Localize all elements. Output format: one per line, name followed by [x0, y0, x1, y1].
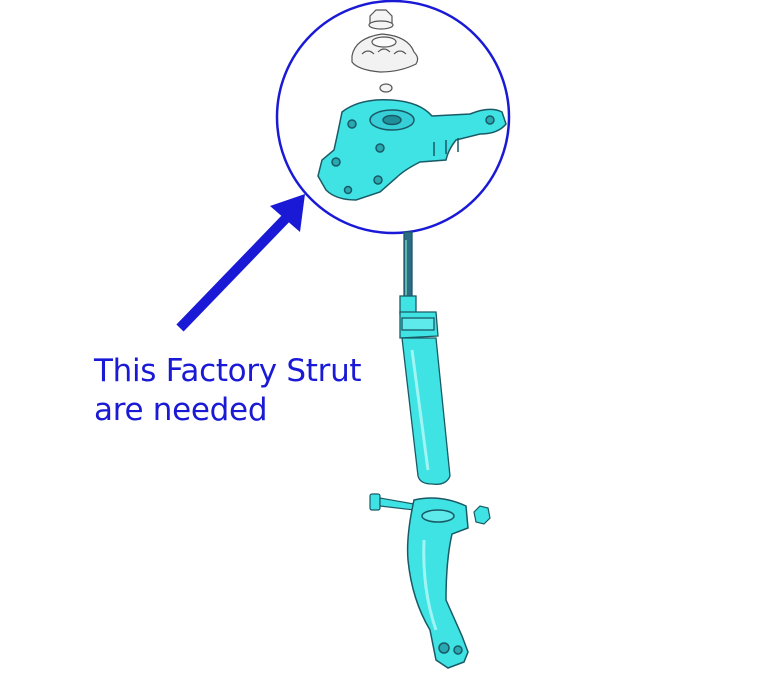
lower-bolt — [369, 493, 415, 511]
lower-strut-fork — [406, 497, 469, 669]
lower-nut — [473, 505, 491, 525]
pointer-arrow — [176, 194, 305, 332]
callout-text: This Factory Strut are needed — [94, 352, 362, 430]
callout-line-2: are needed — [94, 392, 268, 428]
strut-tower-knuckle — [317, 99, 507, 201]
shock-absorber-strut — [399, 231, 451, 485]
callout-line-1: This Factory Strut — [94, 353, 362, 389]
strut-mount-nut — [368, 9, 394, 30]
washer — [379, 83, 393, 93]
detail-highlight-circle — [275, 0, 511, 235]
upper-strut-mount — [351, 33, 419, 73]
